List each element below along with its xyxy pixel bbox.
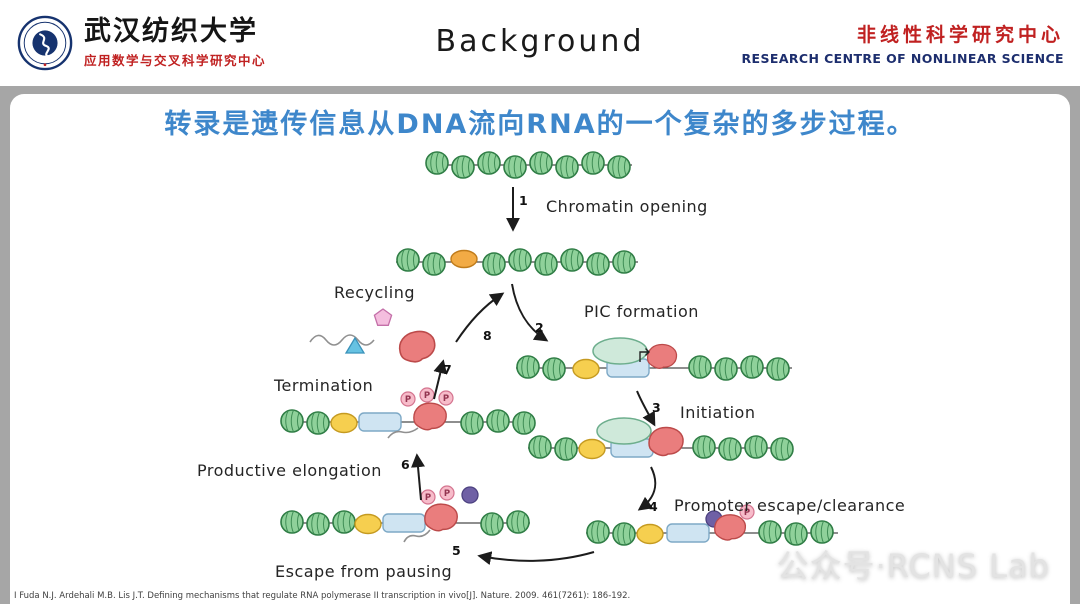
university-logo-block: 武汉纺织大学 应用数学与交叉科学研究中心 bbox=[16, 14, 266, 72]
step-number-8: 8 bbox=[483, 328, 492, 343]
department-name: 应用数学与交叉科学研究中心 bbox=[84, 52, 267, 68]
step-label-productive-elongation: Productive elongation bbox=[197, 461, 382, 480]
step-label-chromatin-opening: Chromatin opening bbox=[546, 197, 708, 216]
research-centre-name-en: RESEARCH CENTRE OF NONLINEAR SCIENCE bbox=[741, 51, 1064, 66]
slide-headline: 转录是遗传信息从DNA流向RNA的一个复杂的多步过程。 bbox=[164, 109, 916, 140]
step-number-4: 4 bbox=[649, 499, 658, 514]
step-label-pic-formation: PIC formation bbox=[584, 302, 699, 321]
slide-header: 武汉纺织大学 应用数学与交叉科学研究中心 Background 非线性科学研究中… bbox=[0, 0, 1080, 86]
citation-text: I Fuda N.J. Ardehali M.B. Lis J.T. Defin… bbox=[14, 591, 631, 601]
page-title: Background bbox=[435, 24, 645, 59]
research-centre-block: 非线性科学研究中心 RESEARCH CENTRE OF NONLINEAR S… bbox=[742, 20, 1064, 66]
step-label-escape-from-pausing: Escape from pausing bbox=[275, 562, 453, 581]
slide-body bbox=[10, 94, 1070, 604]
step-number-3: 3 bbox=[652, 400, 661, 415]
step-number-2: 2 bbox=[535, 320, 544, 335]
research-centre-name-cn: 非线性科学研究中心 bbox=[856, 24, 1064, 46]
step-label-recycling: Recycling bbox=[334, 283, 415, 302]
step-number-7: 7 bbox=[443, 362, 452, 377]
university-logo-icon bbox=[17, 15, 73, 71]
step-label-initiation: Initiation bbox=[680, 403, 756, 422]
step-number-1: 1 bbox=[519, 193, 528, 208]
step-label-promoter-escape: Promoter escape/clearance bbox=[674, 496, 906, 515]
university-text: 武汉纺织大学 应用数学与交叉科学研究中心 bbox=[84, 17, 266, 69]
watermark-text: 公众号·RCNS Lab bbox=[776, 547, 1050, 585]
step-number-5: 5 bbox=[452, 543, 461, 558]
university-name: 武汉纺织大学 bbox=[84, 16, 258, 48]
step-label-termination: Termination bbox=[274, 376, 374, 395]
step-number-6: 6 bbox=[401, 457, 410, 472]
